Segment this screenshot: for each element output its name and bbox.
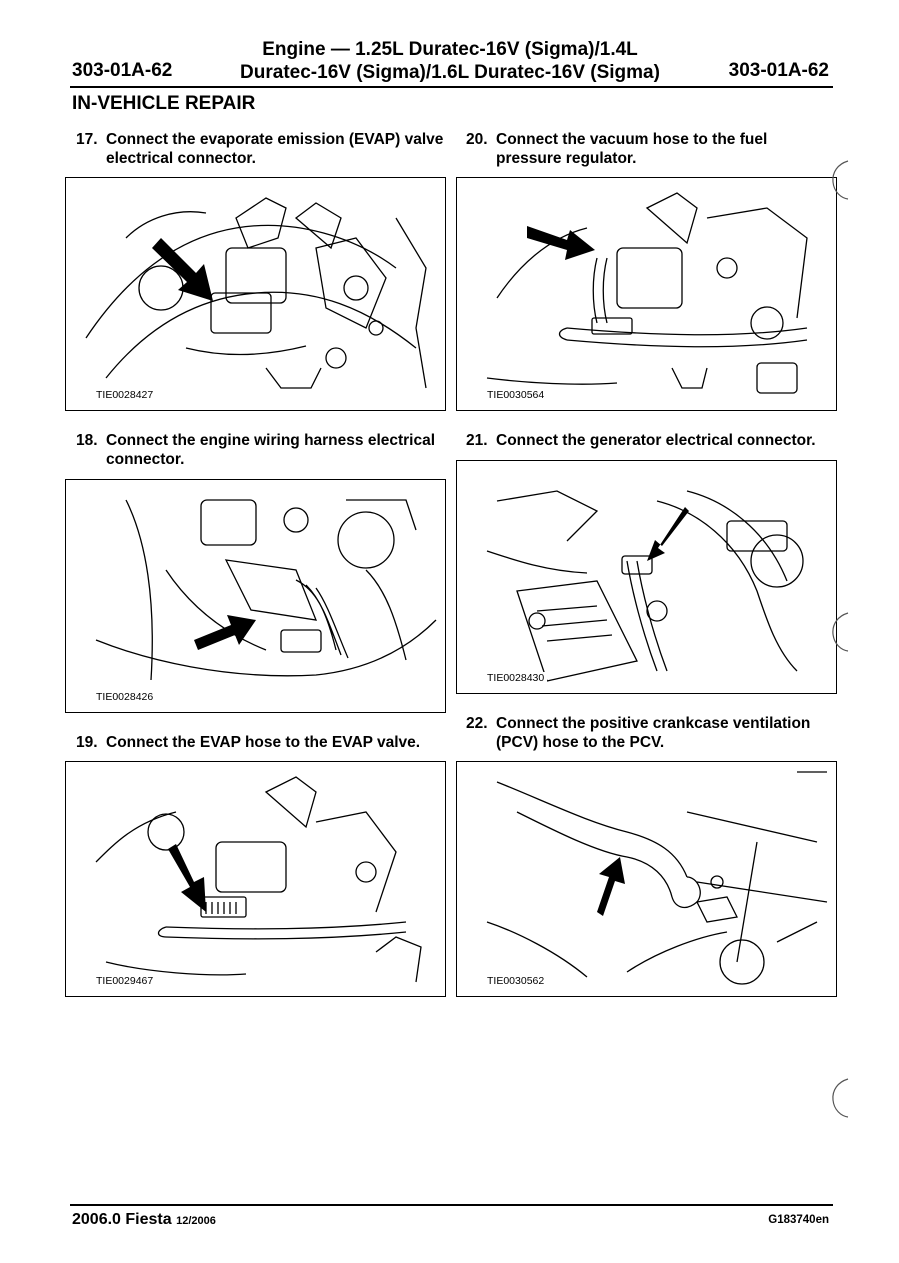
figure-label: TIE0030564 [487,389,548,401]
step-number: 17. [76,131,98,148]
pointer-arrow [168,844,206,912]
step-number: 19. [76,734,98,751]
binder-hole-mark [832,612,849,652]
pointer-arrow [527,226,595,260]
page-number-right: 303-01A-62 [728,60,829,81]
figure-pcv-hose: TIE0030562 [456,761,837,997]
figure-evap-hose: TIE0029467 [65,761,446,997]
pointer-arrow [647,507,689,561]
engine-illustration [486,490,804,682]
engine-illustration [85,197,427,389]
step-text: Connect the EVAP hose to the EVAP valve. [106,734,421,751]
figure-label: TIE0028427 [96,389,157,401]
figure-label: TIE0028430 [487,672,548,684]
pointer-arrow [152,238,213,301]
step-text: Connect the generator electrical connect… [496,432,816,449]
step-22: 22. Connect the positive crankcase venti… [466,714,836,752]
binder-hole-mark [832,1078,849,1118]
footer-date: 12/2006 [176,1215,216,1227]
engine-illustration [95,776,422,983]
step-text: Connect the vacuum hose to the fuel pres… [496,131,768,167]
step-text: Connect the engine wiring harness electr… [106,432,436,468]
footer-rule [70,1204,833,1206]
page-title: Engine — 1.25L Duratec-16V (Sigma)/1.4L … [200,38,700,84]
page-title-line1: Engine — 1.25L Duratec-16V (Sigma)/1.4L [262,39,638,60]
step-20: 20. Connect the vacuum hose to the fuel … [466,130,826,168]
step-number: 20. [466,131,488,148]
figure-label: TIE0028426 [96,691,157,703]
step-number: 21. [466,432,488,449]
section-title: IN-VEHICLE REPAIR [72,93,256,114]
figure-generator-connector: TIE0028430 [456,460,837,694]
figure-harness-connector: TIE0028426 [65,479,446,713]
figure-label: TIE0030562 [487,975,548,987]
page-title-line2: Duratec-16V (Sigma)/1.6L Duratec-16V (Si… [240,62,660,83]
figure-vacuum-hose: TIE0030564 [456,177,837,411]
figure-label: TIE0029467 [96,975,157,987]
step-21: 21. Connect the generator electrical con… [466,431,836,450]
step-18: 18. Connect the engine wiring harness el… [76,431,446,469]
footer-model-name: 2006.0 Fiesta [72,1211,172,1228]
binder-hole-mark [832,160,849,200]
engine-illustration [486,771,828,985]
header-rule [70,86,833,88]
pointer-arrow [194,615,256,650]
step-text: Connect the positive crankcase ventilati… [496,715,811,751]
footer-doc-code: G183740en [768,1214,829,1226]
page-number-left: 303-01A-62 [72,60,173,81]
step-17: 17. Connect the evaporate emission (EVAP… [76,130,446,168]
engine-illustration [486,192,808,394]
figure-evap-connector: TIE0028427 [65,177,446,411]
step-text: Connect the evaporate emission (EVAP) va… [106,131,444,167]
engine-illustration [95,499,437,681]
pointer-arrow [597,857,625,916]
footer-model: 2006.0 Fiesta 12/2006 [72,1211,216,1229]
step-19: 19. Connect the EVAP hose to the EVAP va… [76,733,456,752]
step-number: 18. [76,432,98,449]
step-number: 22. [466,715,488,732]
